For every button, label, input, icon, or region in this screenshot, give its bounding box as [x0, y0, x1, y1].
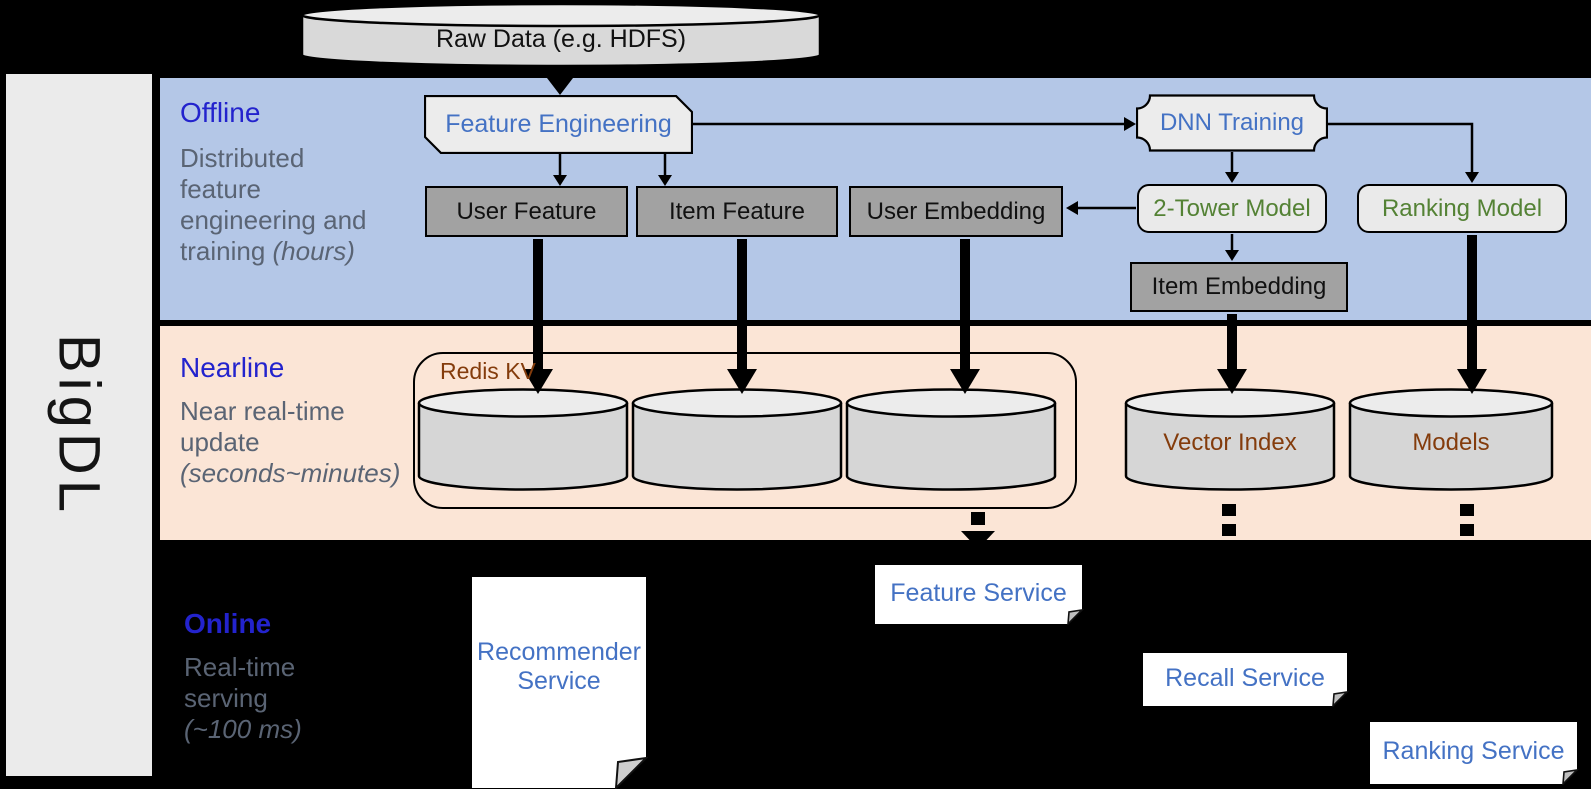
- offline-title: Offline: [180, 97, 261, 128]
- recommender-service-label: Recommender Service: [477, 638, 641, 695]
- dashed-link-models: [1460, 504, 1474, 536]
- dnn-training-label: DNN Training: [1159, 109, 1305, 136]
- arrow-dnn-to-ranking-model: [1328, 122, 1479, 183]
- ranking-model-box: Ranking Model: [1357, 184, 1567, 233]
- vector-index-label: Vector Index: [1163, 428, 1297, 456]
- user-feature-box: User Feature: [425, 186, 628, 237]
- models-label: Models: [1412, 428, 1490, 456]
- arrow-item-feature-to-redis: [727, 239, 757, 394]
- arrow-two-tower-to-item-embedding: [1225, 234, 1239, 261]
- models-cylinder: [1348, 388, 1554, 491]
- redis-cylinder-1: [417, 388, 629, 491]
- raw-data-label: Raw Data (e.g. HDFS): [435, 24, 687, 53]
- vector-index-cylinder: [1124, 388, 1336, 491]
- raw-data-cylinder: [300, 2, 822, 68]
- arrow-fe-to-user-feature: [553, 154, 567, 186]
- feature-service-doc: [875, 565, 1084, 625]
- nearline-title: Nearline: [180, 352, 285, 383]
- feature-engineering-shape: [424, 95, 693, 154]
- item-embedding-box: Item Embedding: [1130, 262, 1348, 312]
- nearline-description: Near real-time update (seconds~minutes): [180, 396, 401, 488]
- ranking-service-doc: [1370, 722, 1579, 785]
- dashed-link-vector-index: [1222, 504, 1236, 536]
- two-tower-model-box: 2-Tower Model: [1137, 184, 1327, 233]
- arrow-ranking-model-to-models: [1457, 235, 1487, 394]
- redis-cylinder-2: [631, 388, 843, 491]
- dnn-training-shape: [1136, 94, 1328, 152]
- user-embedding-box: User Embedding: [849, 186, 1063, 237]
- arrow-user-embedding-to-redis: [950, 239, 980, 394]
- arrow-fe-to-item-feature: [658, 154, 672, 186]
- offline-description: Distributed feature engineering and trai…: [180, 143, 367, 266]
- arrow-user-feature-to-redis: [523, 239, 553, 394]
- bigdl-sidebar: BigDL: [6, 74, 152, 776]
- arrow-rawdata-to-feature-engineering: [547, 67, 573, 95]
- item-feature-box: Item Feature: [636, 186, 838, 237]
- feature-service-label: Feature Service: [890, 578, 1067, 607]
- bigdl-label: BigDL: [46, 333, 112, 517]
- redis-kv-label: Redis KV: [440, 357, 536, 384]
- ranking-service-label: Ranking Service: [1382, 737, 1565, 765]
- arrow-two-tower-to-user-embedding: [1066, 201, 1136, 215]
- recall-service-doc: [1143, 653, 1349, 707]
- dashed-arrow-redis-to-feature-service: [961, 512, 995, 549]
- redis-cylinder-3: [845, 388, 1057, 491]
- online-title: Online: [184, 608, 272, 639]
- arrow-fe-to-dnn-training: [693, 117, 1136, 131]
- arrow-item-embedding-to-vector-index: [1217, 314, 1247, 394]
- online-description: Real-time serving (~100 ms): [184, 652, 302, 744]
- feature-engineering-label: Feature Engineering: [445, 110, 672, 138]
- arrow-dnn-to-two-tower: [1225, 152, 1239, 183]
- recall-service-label: Recall Service: [1165, 663, 1325, 692]
- recommender-service-doc: [472, 577, 648, 789]
